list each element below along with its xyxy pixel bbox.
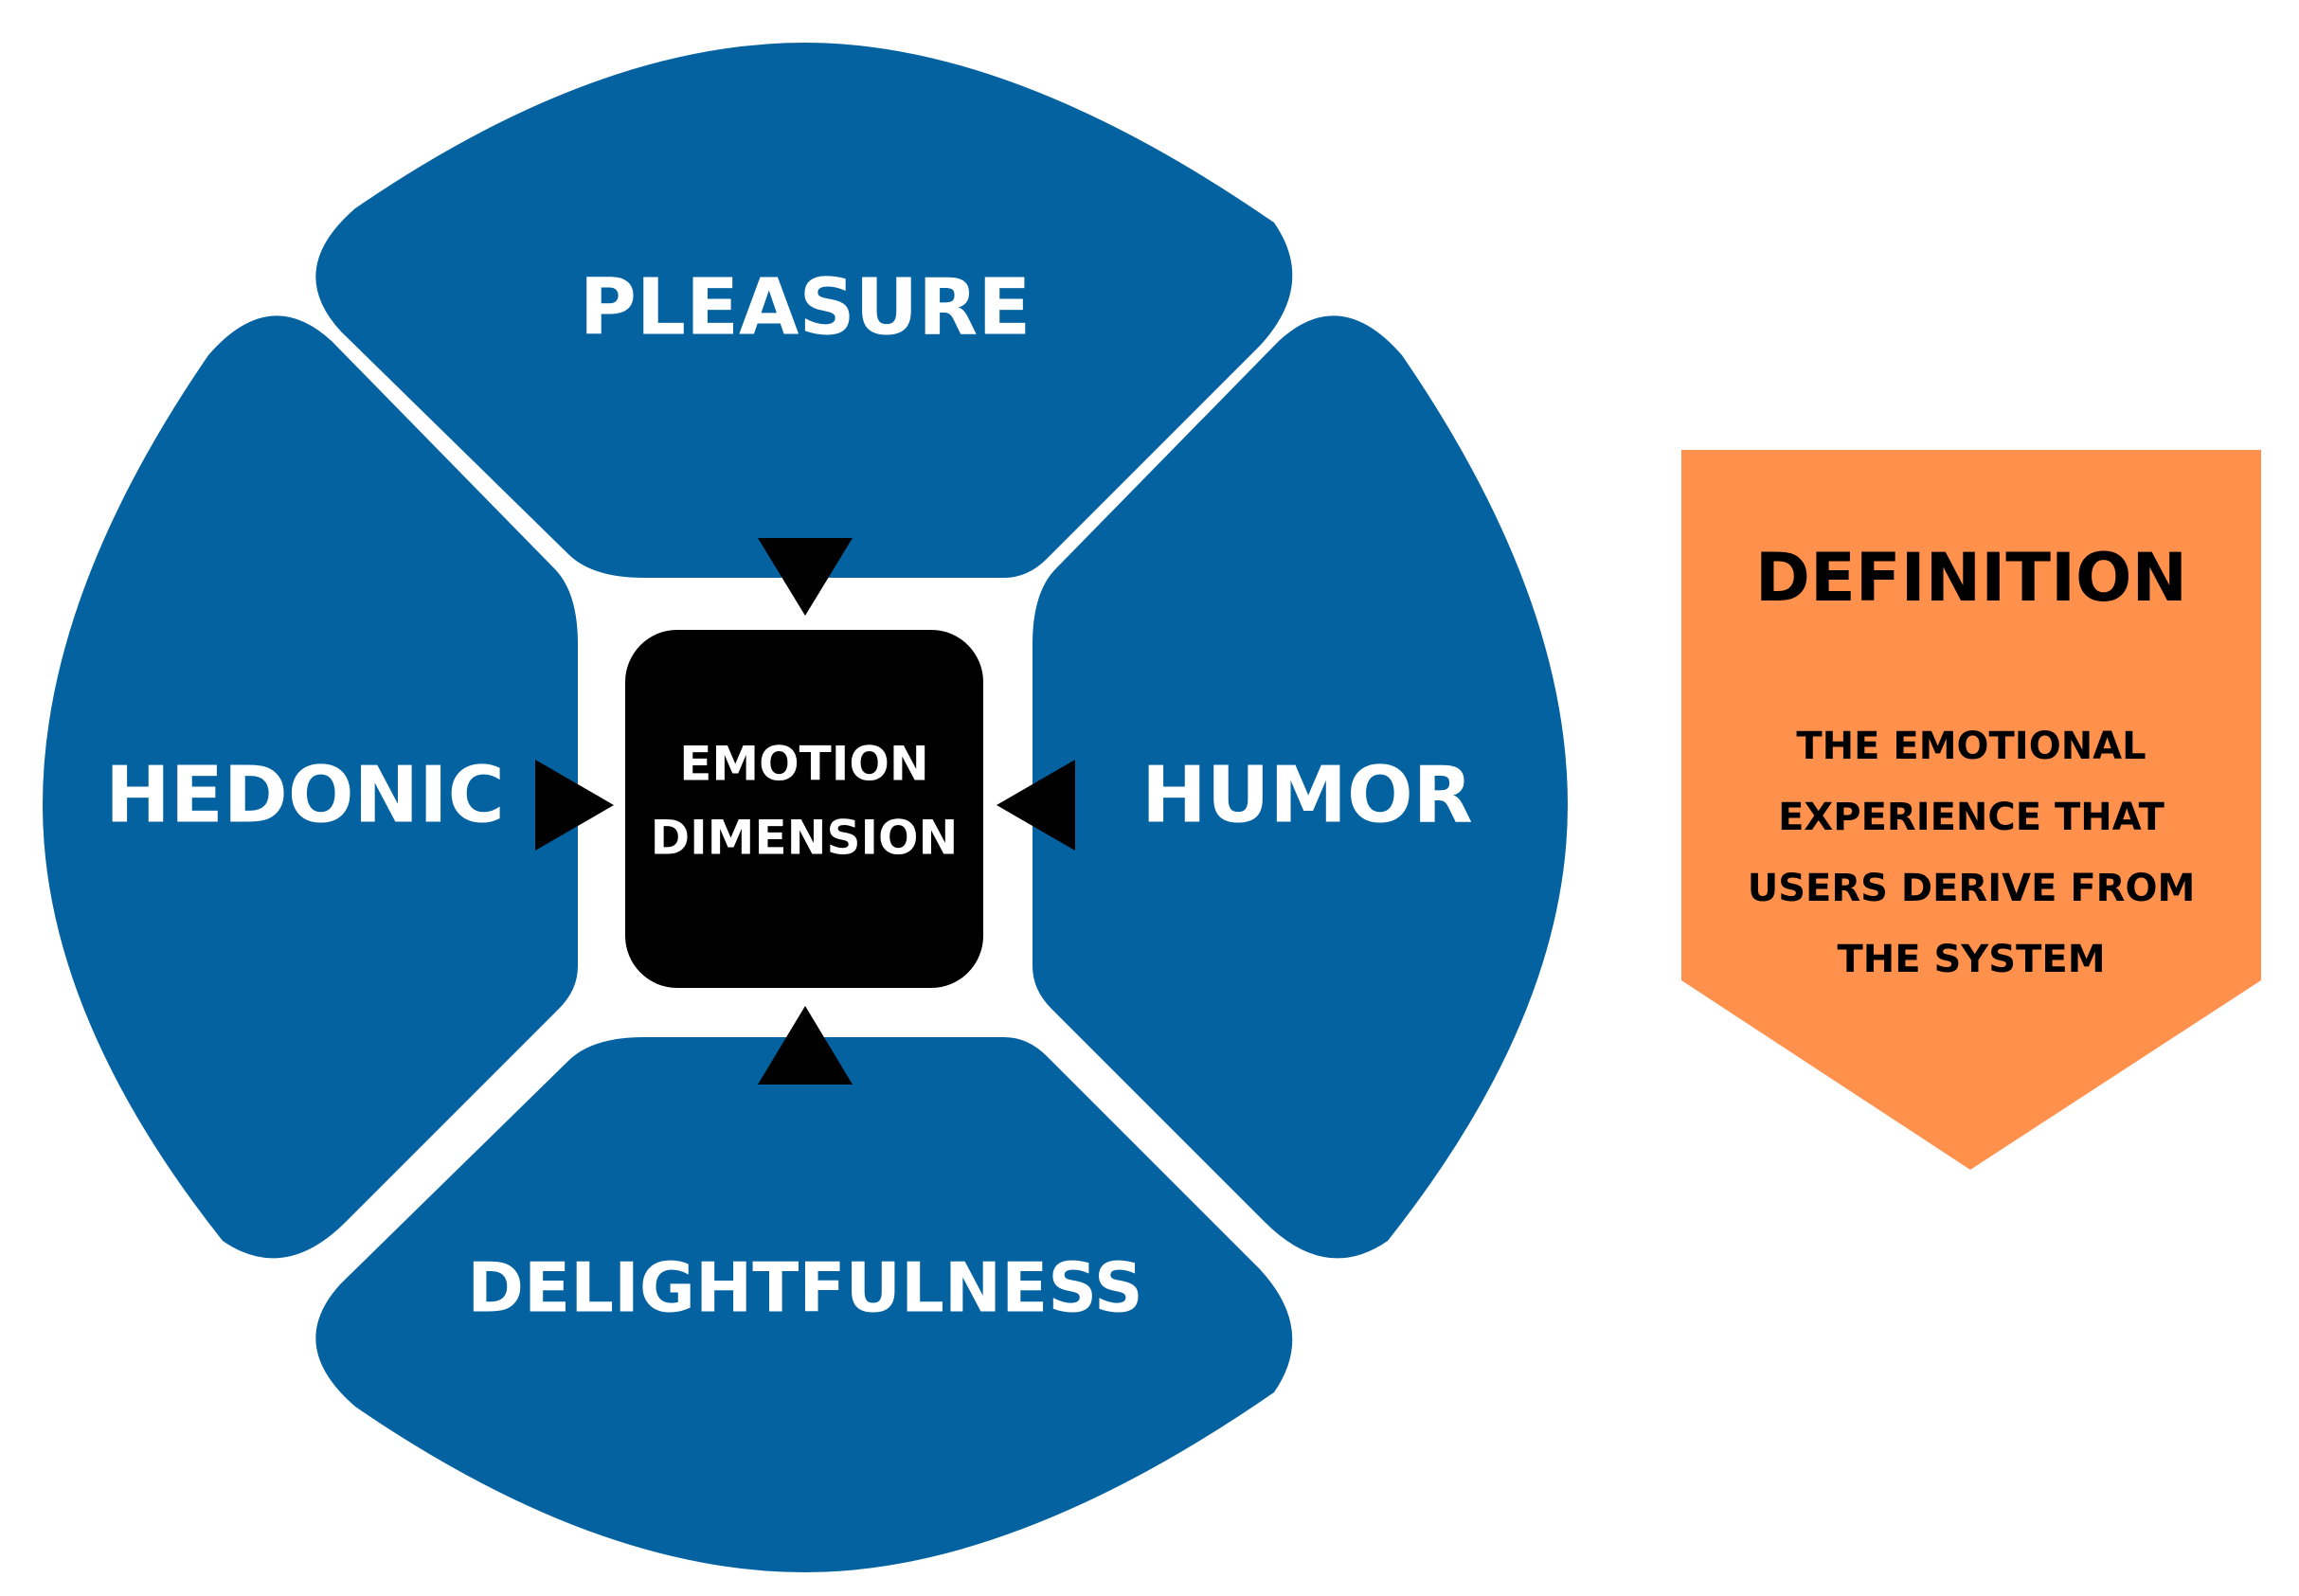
top-arrow-icon [758, 538, 853, 616]
hedonic-label: HEDONIC [105, 750, 505, 840]
bottom-arrow-icon [758, 1006, 853, 1085]
humor-label: HUMOR [1141, 750, 1473, 840]
definition-line: THE EMOTIONAL [1796, 725, 2146, 768]
definition-line: EXPERIENCE THAT [1778, 796, 2165, 839]
delightfulness-petal [315, 1037, 1293, 1572]
definition-line: THE SYSTEM [1837, 938, 2105, 981]
definition-title: DEFINITION [1755, 539, 2187, 617]
definition-line: USERS DERIVE FROM [1748, 867, 2196, 910]
center-label-line1: EMOTION [679, 737, 928, 792]
delightfulness-label: DELIGHTFULNESS [467, 1248, 1143, 1328]
center-label-line2: DIMENSION [651, 811, 959, 866]
hedonic-petal [43, 315, 578, 1259]
definition-box [1681, 450, 2261, 1170]
center-square [625, 630, 983, 988]
left-arrow-icon [535, 760, 614, 851]
right-arrow-icon [997, 760, 1075, 851]
pleasure-petal [315, 43, 1293, 578]
pleasure-label: PLEASURE [580, 262, 1032, 352]
humor-petal [1033, 315, 1568, 1259]
